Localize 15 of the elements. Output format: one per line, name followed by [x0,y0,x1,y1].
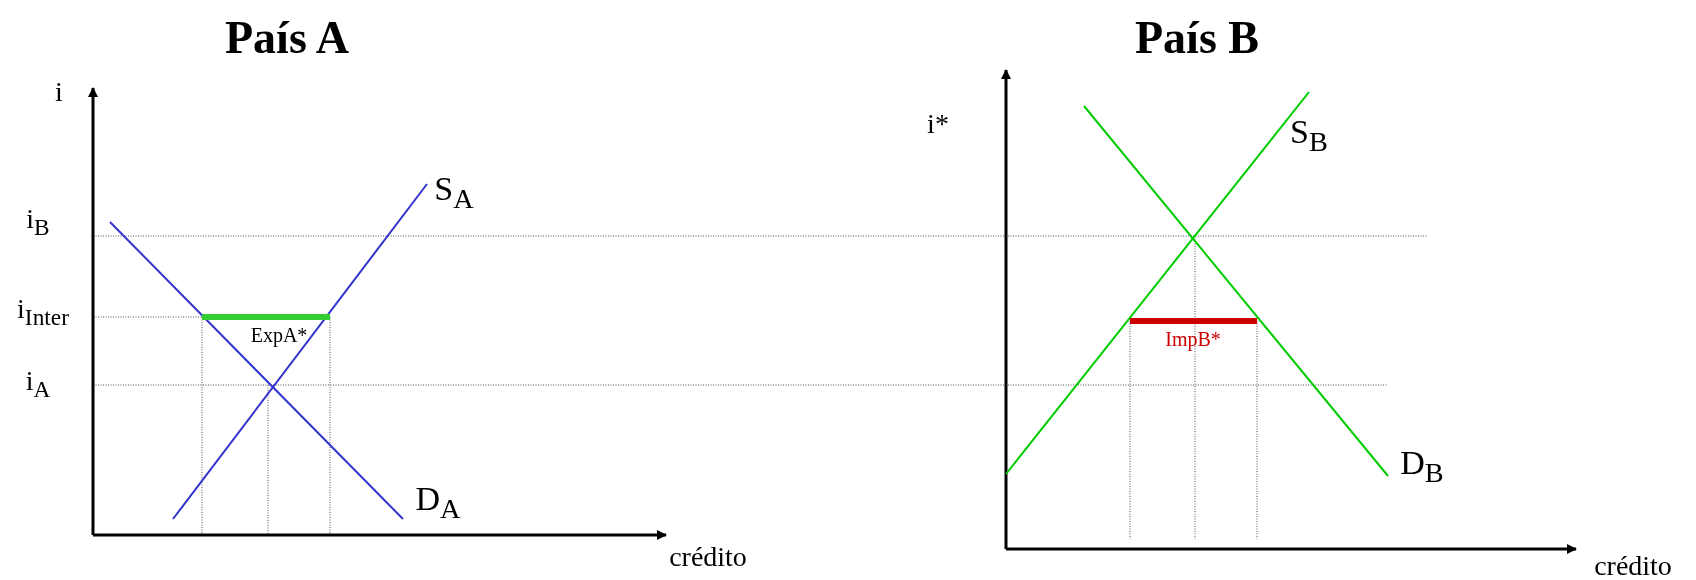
axis-label: i [55,78,63,106]
axis-label: crédito [669,543,747,571]
curve-label: S$_{A}$ [434,172,474,214]
axis-label: crédito [1594,552,1672,580]
curve-label: D$_{A}$ [415,482,461,524]
tick-label: i$_{Inter}$ [17,295,69,329]
bar-label: ImpB* [1165,329,1221,349]
axis-label: i* [927,110,949,138]
curve-label: S$_{B}$ [1290,115,1328,157]
tick-label: i$_{B}$ [26,205,50,239]
panel-title: País B [1135,15,1259,61]
panel-title: País A [225,15,349,61]
tick-label: i$_{A}$ [25,367,51,401]
bar-label: ExpA* [250,325,308,345]
curve-label: D$_{B}$ [1400,446,1444,488]
